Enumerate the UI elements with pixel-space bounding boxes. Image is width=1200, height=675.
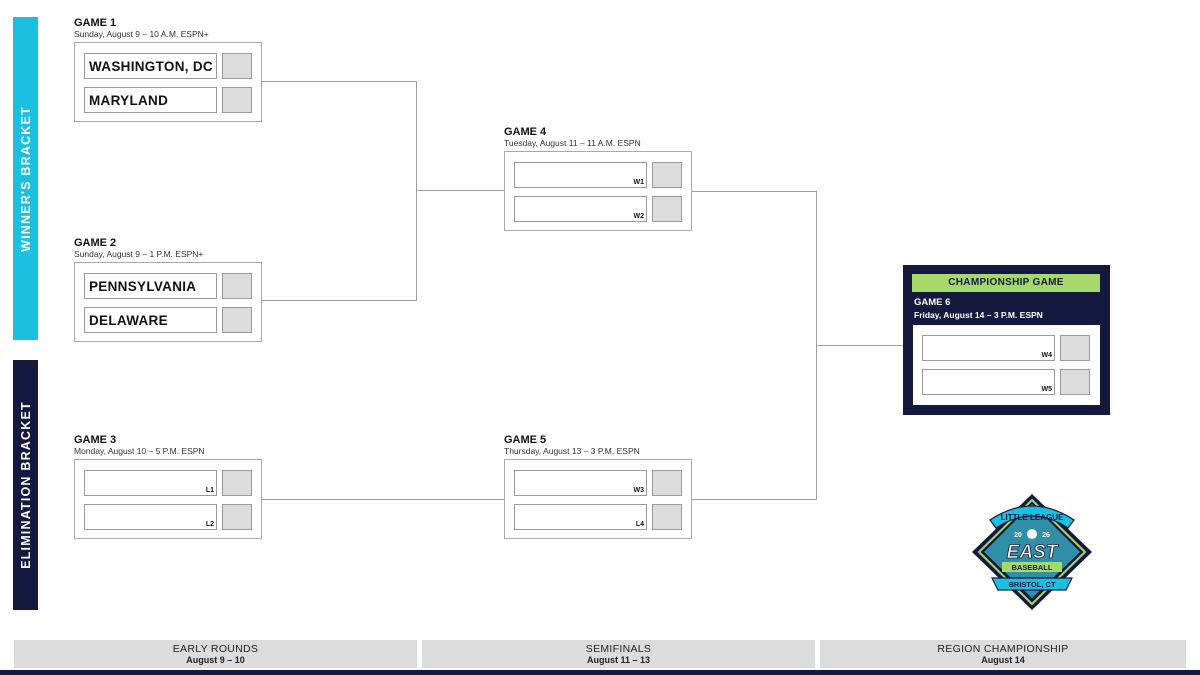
footer-semifinals: SEMIFINALS August 11 – 13 [422, 640, 815, 668]
logo-top-text: LITTLE LEAGUE [1001, 513, 1064, 522]
footer-semifinals-dates: August 11 – 13 [586, 655, 651, 665]
logo-top-ribbon [989, 505, 1075, 529]
logo-bottom-ribbon [991, 577, 1073, 591]
game-5-box: W3 L4 [504, 459, 692, 539]
connector-g1-out [261, 81, 417, 82]
game-2-title: GAME 2 [74, 237, 117, 249]
game-2-team-a-slot[interactable]: PENNSYLVANIA [84, 273, 217, 299]
winners-bracket-label: WINNER'S BRACKET [18, 105, 33, 252]
game-6-team-b-score[interactable] [1060, 369, 1090, 395]
connector-g4-out [690, 191, 817, 192]
logo-diamond-border [977, 498, 1087, 606]
game-4-slot-a-tag: W1 [633, 179, 645, 186]
game-6-schedule: Friday, August 14 – 3 P.M. ESPN [914, 310, 1043, 320]
connector-g3-g5 [261, 499, 505, 500]
game-1-team-a-score[interactable] [222, 53, 252, 79]
game-6-team-a-slot[interactable]: W4 [922, 335, 1055, 361]
game-3-header: GAME 3 Monday, August 10 – 5 P.M. ESPN [74, 434, 205, 456]
game-4-header: GAME 4 Tuesday, August 11 – 11 A.M. ESPN [504, 126, 641, 148]
game-1-header: GAME 1 Sunday, August 9 – 10 A.M. ESPN+ [74, 17, 209, 39]
footer-early-rounds-label: EARLY ROUNDS [172, 643, 259, 655]
game-5-slot-a-tag: W3 [633, 487, 645, 494]
footer-early-rounds: EARLY ROUNDS August 9 – 10 [14, 640, 417, 668]
game-5-team-b-slot[interactable]: L4 [514, 504, 647, 530]
game-1-schedule: Sunday, August 9 – 10 A.M. ESPN+ [74, 29, 209, 39]
game-1-title: GAME 1 [74, 17, 117, 29]
footer-region-championship: REGION CHAMPIONSHIP August 14 [820, 640, 1186, 668]
game-5-team-a-score[interactable] [652, 470, 682, 496]
game-5-team-a-slot[interactable]: W3 [514, 470, 647, 496]
game-2-team-b-slot[interactable]: DELAWARE [84, 307, 217, 333]
logo-year-right: 26 [1042, 532, 1050, 539]
game-4-title: GAME 4 [504, 126, 547, 138]
footer-semifinals-label: SEMIFINALS [585, 643, 652, 655]
game-4-schedule: Tuesday, August 11 – 11 A.M. ESPN [504, 138, 641, 148]
game-3-title: GAME 3 [74, 434, 117, 446]
footer-bar [0, 670, 1200, 675]
game-2-header: GAME 2 Sunday, August 9 – 1 P.M. ESPN+ [74, 237, 203, 259]
game-6-team-a-score[interactable] [1060, 335, 1090, 361]
game-3-box: L1 L2 [74, 459, 262, 539]
game-2-team-a-score[interactable] [222, 273, 252, 299]
logo-baseball-icon [1027, 529, 1037, 539]
connector-g2-out [261, 300, 417, 301]
logo-sub-band [1002, 562, 1062, 572]
logo-main-text: EAST [1007, 542, 1059, 563]
connector-g12-vert [416, 81, 417, 301]
game-5-title: GAME 5 [504, 434, 547, 446]
game-2-team-a-name: PENNSYLVANIA [89, 279, 197, 294]
game-5-team-b-score[interactable] [652, 504, 682, 530]
connector-g5-out [690, 499, 817, 500]
game-2-team-b-name: DELAWARE [89, 313, 168, 328]
game-5-schedule: Thursday, August 13 – 3 P.M. ESPN [504, 446, 640, 456]
game-3-team-a-slot[interactable]: L1 [84, 470, 217, 496]
game-4-team-a-slot[interactable]: W1 [514, 162, 647, 188]
championship-banner: CHAMPIONSHIP GAME [912, 274, 1100, 292]
game-6-box: W4 W5 [913, 325, 1100, 405]
game-3-team-b-slot[interactable]: L2 [84, 504, 217, 530]
connector-to-g6 [816, 345, 903, 346]
championship-panel: CHAMPIONSHIP GAME GAME 6 Friday, August … [903, 265, 1110, 415]
game-1-team-a-slot[interactable]: WASHINGTON, DC [84, 53, 217, 79]
game-4-box: W1 W2 [504, 151, 692, 231]
game-4-team-a-score[interactable] [652, 162, 682, 188]
logo-sub-text: BASEBALL [1012, 563, 1053, 572]
game-4-team-b-score[interactable] [652, 196, 682, 222]
game-3-slot-a-tag: L1 [205, 487, 214, 494]
elimination-bracket-label: ELIMINATION BRACKET [18, 401, 33, 569]
logo-place-text: BRISTOL, CT [1009, 580, 1056, 589]
footer-early-rounds-dates: August 9 – 10 [186, 655, 245, 665]
game-5-header: GAME 5 Thursday, August 13 – 3 P.M. ESPN [504, 434, 640, 456]
elimination-bracket-tab: ELIMINATION BRACKET [13, 360, 38, 610]
footer-region-championship-label: REGION CHAMPIONSHIP [937, 643, 1069, 655]
winners-bracket-tab: WINNER'S BRACKET [13, 17, 38, 340]
game-3-team-b-score[interactable] [222, 504, 252, 530]
game-1-team-b-name: MARYLAND [89, 93, 169, 108]
game-6-team-b-slot[interactable]: W5 [922, 369, 1055, 395]
game-1-box: WASHINGTON, DC MARYLAND [74, 42, 262, 122]
footer-region-championship-dates: August 14 [981, 655, 1025, 665]
game-2-schedule: Sunday, August 9 – 1 P.M. ESPN+ [74, 249, 204, 259]
game-2-team-b-score[interactable] [222, 307, 252, 333]
game-1-team-b-score[interactable] [222, 87, 252, 113]
game-6-slot-b-tag: W5 [1041, 386, 1053, 393]
little-league-east-logo: LITTLE LEAGUE 20 26 EAST BASEBALL BRISTO… [972, 494, 1092, 610]
game-4-team-b-slot[interactable]: W2 [514, 196, 647, 222]
game-1-team-b-slot[interactable]: MARYLAND [84, 87, 217, 113]
game-3-team-a-score[interactable] [222, 470, 252, 496]
game-4-slot-b-tag: W2 [633, 213, 645, 220]
game-1-team-a-name: WASHINGTON, DC [89, 59, 213, 74]
game-3-schedule: Monday, August 10 – 5 P.M. ESPN [74, 446, 205, 456]
game-5-slot-b-tag: L4 [635, 521, 644, 528]
game-3-slot-b-tag: L2 [205, 521, 214, 528]
game-6-title: GAME 6 [914, 297, 951, 308]
connector-to-g4 [416, 190, 505, 191]
game-2-box: PENNSYLVANIA DELAWARE [74, 262, 262, 342]
game-6-slot-a-tag: W4 [1041, 352, 1053, 359]
logo-diamond-inner [984, 504, 1080, 598]
logo-year-left: 20 [1014, 532, 1022, 539]
